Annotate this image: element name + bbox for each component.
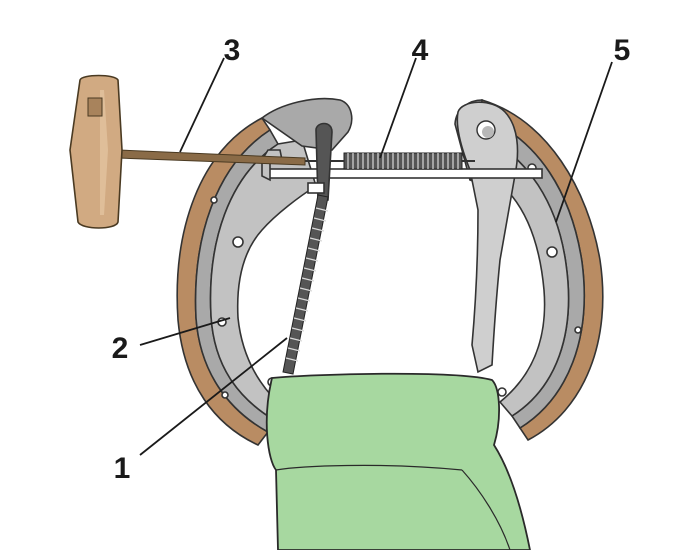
shoe-hole [546, 246, 558, 258]
callout-label-4: 4 [412, 34, 429, 67]
spring-coils [347, 153, 459, 169]
callout-label-5: 5 [614, 34, 631, 67]
callout-label-2: 2 [112, 332, 129, 365]
tool-handle-shade [100, 90, 108, 215]
callout-label-1: 1 [114, 452, 131, 485]
leader-line-5 [555, 61, 613, 223]
shoe-hole [232, 236, 244, 248]
lever-body [456, 101, 519, 374]
adjuster-wedge [307, 122, 333, 201]
return-spring-lower [282, 194, 329, 375]
callout-label-3: 3 [224, 34, 241, 67]
leader-line-4 [379, 57, 417, 159]
shoe-hole [574, 326, 582, 334]
leader-line-1 [139, 337, 288, 456]
shoe-web-right [469, 128, 570, 418]
tool-handle-slot [87, 97, 103, 117]
parking-brake-lever [456, 101, 519, 374]
shoe-hole [497, 387, 507, 397]
spring-coils [285, 207, 329, 362]
tool-handle [69, 74, 123, 229]
t-handle-tool [69, 74, 306, 229]
lever-pivot-shade [482, 126, 494, 138]
shoe-hole [210, 196, 218, 204]
wheel-hub-mount [265, 372, 531, 550]
shoe-hole [221, 391, 229, 399]
leader-line-2 [139, 317, 231, 346]
leader-line-3 [179, 57, 225, 153]
strut-bar [267, 168, 543, 179]
